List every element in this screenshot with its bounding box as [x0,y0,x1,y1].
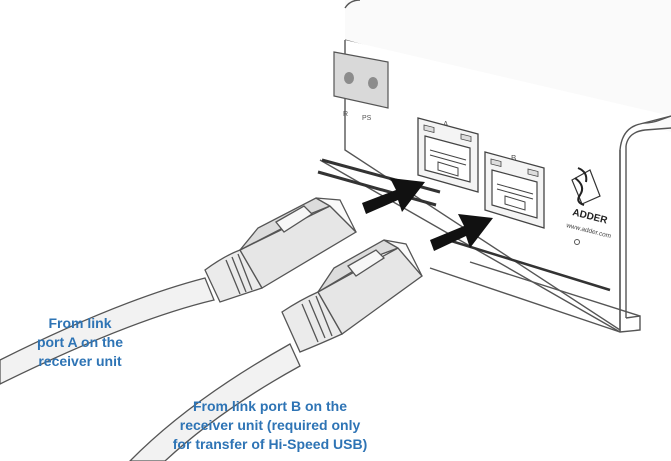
adder-snake-icon [574,167,588,206]
cable-a [0,197,358,385]
arrow-to-port-a [362,178,425,214]
reset-hole [574,239,580,245]
port-b-led-left [490,158,502,167]
led-ps [368,77,378,89]
callout-b-line1: From link port B on the [155,397,385,416]
cable-b-latch [347,249,386,277]
callout-b-line2: receiver unit (required only [179,417,361,433]
callout-b-line3: for transfer of Hi-Speed USB) [172,436,368,452]
callout-a-line1: From link [48,315,112,331]
port-a-label: A [443,120,449,129]
led-window [333,51,389,109]
port-b-contacts [496,183,534,211]
port-a-contacts [429,149,467,177]
port-b-led-right [527,168,539,177]
port-b-label: B [511,154,516,163]
cable-b [129,239,423,461]
callout-b-line1-suffix: on the [301,398,347,414]
front-groove-3 [447,238,611,292]
unit-right-side [625,127,671,147]
callout-a-line3: receiver unit [38,353,122,369]
cable-b-wire [129,343,301,461]
callout-b-line1-prefix: From link port [192,398,291,414]
cable-a-tip [315,197,357,233]
callout-a-line2-prefix: port [36,334,68,350]
callout-a-port-letter: A [67,334,78,350]
port-a: A [417,117,479,193]
port-a-led-right [460,133,472,142]
led-panel: R PS [333,51,389,122]
cable-b-boot-ribs [301,295,333,343]
cable-a-wire [0,277,215,385]
unit-base-front [429,267,621,333]
callout-a-line2-suffix: on the [77,334,124,350]
unit-base [319,159,641,333]
cable-a-boot-ribs [225,253,253,295]
unit-top-edge [344,0,361,9]
port-b: B [484,151,545,229]
port-a-opening [424,135,471,183]
led-label-r: R [343,111,348,118]
cable-b-tip [383,239,423,277]
port-a-led-left [423,124,435,133]
led-r [344,72,354,84]
led-label-ps: PS [362,115,372,122]
callout-a-line2: port A on the [20,333,140,352]
unit-base-edge [469,261,641,317]
callout-b-port-letter: B [290,398,302,414]
callout-port-a: From link port A on the receiver unit [20,314,140,371]
callout-port-b: From link port B on the receiver unit (r… [155,397,385,454]
arrow-to-port-b [430,214,493,251]
front-groove-2 [317,170,437,207]
cable-a-latch [275,205,314,233]
